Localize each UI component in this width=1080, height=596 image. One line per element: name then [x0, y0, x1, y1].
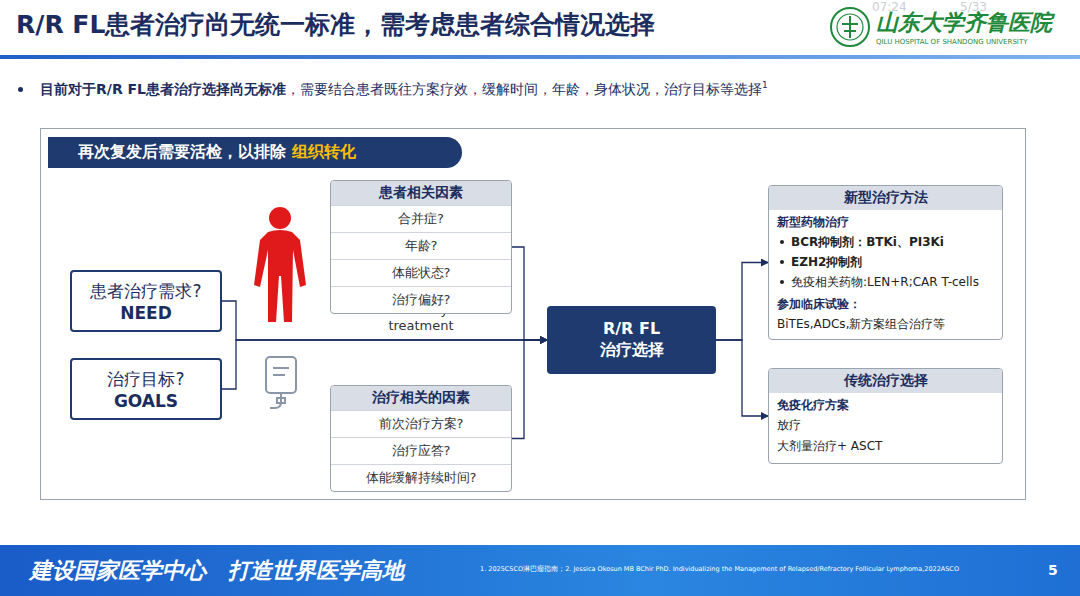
option-box: 传统治疗选择免疫化疗方案放疗大剂量治疗+ ASCT	[768, 368, 1003, 464]
node-text: 参加临床试验：	[769, 292, 1002, 314]
node-text: 大剂量治疗+ ASCT	[769, 436, 1002, 457]
node-text: BiTEs,ADCs,新方案组合治疗等	[769, 314, 1002, 335]
header-band: 再次复发后需要活检，以排除组织转化	[48, 137, 462, 168]
hospital-name-en: QILU HOSPITAL OF SHANDONG UNIVERSITY	[876, 38, 1027, 46]
connector	[222, 340, 547, 389]
node-text: 合并症?	[331, 205, 511, 232]
bullet-text: ，需要结合患者既往方案疗效，缓解时间，年龄，身体状况，治疗目标等选择	[286, 81, 762, 97]
title-rule	[0, 55, 1080, 59]
factor-box: 患者相关因素合并症?年龄?体能状态?治疗偏好?	[330, 180, 512, 314]
connector	[512, 340, 547, 439]
node-text: BCR抑制剂：BTKi、PI3Ki	[769, 232, 1002, 252]
node-text: GOALS	[72, 391, 220, 411]
node-text: 治疗相关的因素	[331, 386, 511, 410]
option-box: 新型治疗方法新型药物治疗BCR抑制剂：BTKi、PI3KiEZH2抑制剂免疫相关…	[768, 185, 1003, 340]
node-text: 患者治疗需求?	[72, 280, 220, 303]
node-text: EZH2抑制剂	[769, 252, 1002, 272]
footer-references: 1. 2025CSCO淋巴瘤指南；2. Jessica Okosun MB BC…	[480, 565, 959, 574]
node-text: 治疗应答?	[331, 437, 511, 464]
reference-mark: 1	[762, 80, 768, 90]
goals-box: 治疗目标?GOALS	[70, 358, 222, 420]
slide-title: R/R FL患者治疗尚无统一标准，需考虑患者综合情况选择	[16, 8, 655, 41]
node-text: 免疫化疗方案	[769, 393, 1002, 415]
node-text: 组织转化	[292, 142, 356, 161]
need-box: 患者治疗需求?NEED	[70, 270, 222, 332]
hospital-name: 山东大学齐鲁医院	[876, 8, 1052, 38]
node-text: 传统治疗选择	[769, 369, 1002, 393]
hospital-emblem	[831, 8, 869, 46]
node-text: 患者相关因素	[331, 181, 511, 205]
node-text: 再次复发后需要活检，以排除	[78, 142, 286, 161]
connector	[716, 340, 768, 416]
decision-box: R/R FL 治疗选择	[547, 306, 716, 374]
node-text: 治疗目标?	[72, 368, 220, 391]
node-text: 前次治疗方案?	[331, 410, 511, 437]
node-text: 年龄?	[331, 232, 511, 259]
node-text: 治疗偏好?	[331, 286, 511, 313]
connector	[512, 247, 547, 340]
node-text: 免疫相关药物:LEN+R;CAR T-cells	[769, 272, 1002, 292]
node-text: R/R FL 治疗选择	[594, 319, 670, 361]
node-text: 体能状态?	[331, 259, 511, 286]
bullet-line: 目前对于R/R FL患者治疗选择尚无标准，需要结合患者既往方案疗效，缓解时间，年…	[40, 80, 768, 99]
footer-slogan: 建设国家医学中心 打造世界医学高地	[30, 556, 404, 586]
node-text: 放疗	[769, 415, 1002, 436]
bullet-text-bold: 目前对于R/R FL患者治疗选择尚无标准	[40, 81, 286, 97]
node-text: NEED	[72, 303, 220, 323]
node-text: 新型药物治疗	[769, 210, 1002, 232]
page-number: 5	[1048, 562, 1058, 578]
node-text: 新型治疗方法	[769, 186, 1002, 210]
connector	[716, 263, 768, 341]
iv-bag-icon	[266, 357, 296, 408]
node-text: 体能缓解持续时间?	[331, 464, 511, 491]
human-figure	[254, 207, 306, 322]
factor-box: 治疗相关的因素前次治疗方案?治疗应答?体能缓解持续时间?	[330, 385, 512, 492]
